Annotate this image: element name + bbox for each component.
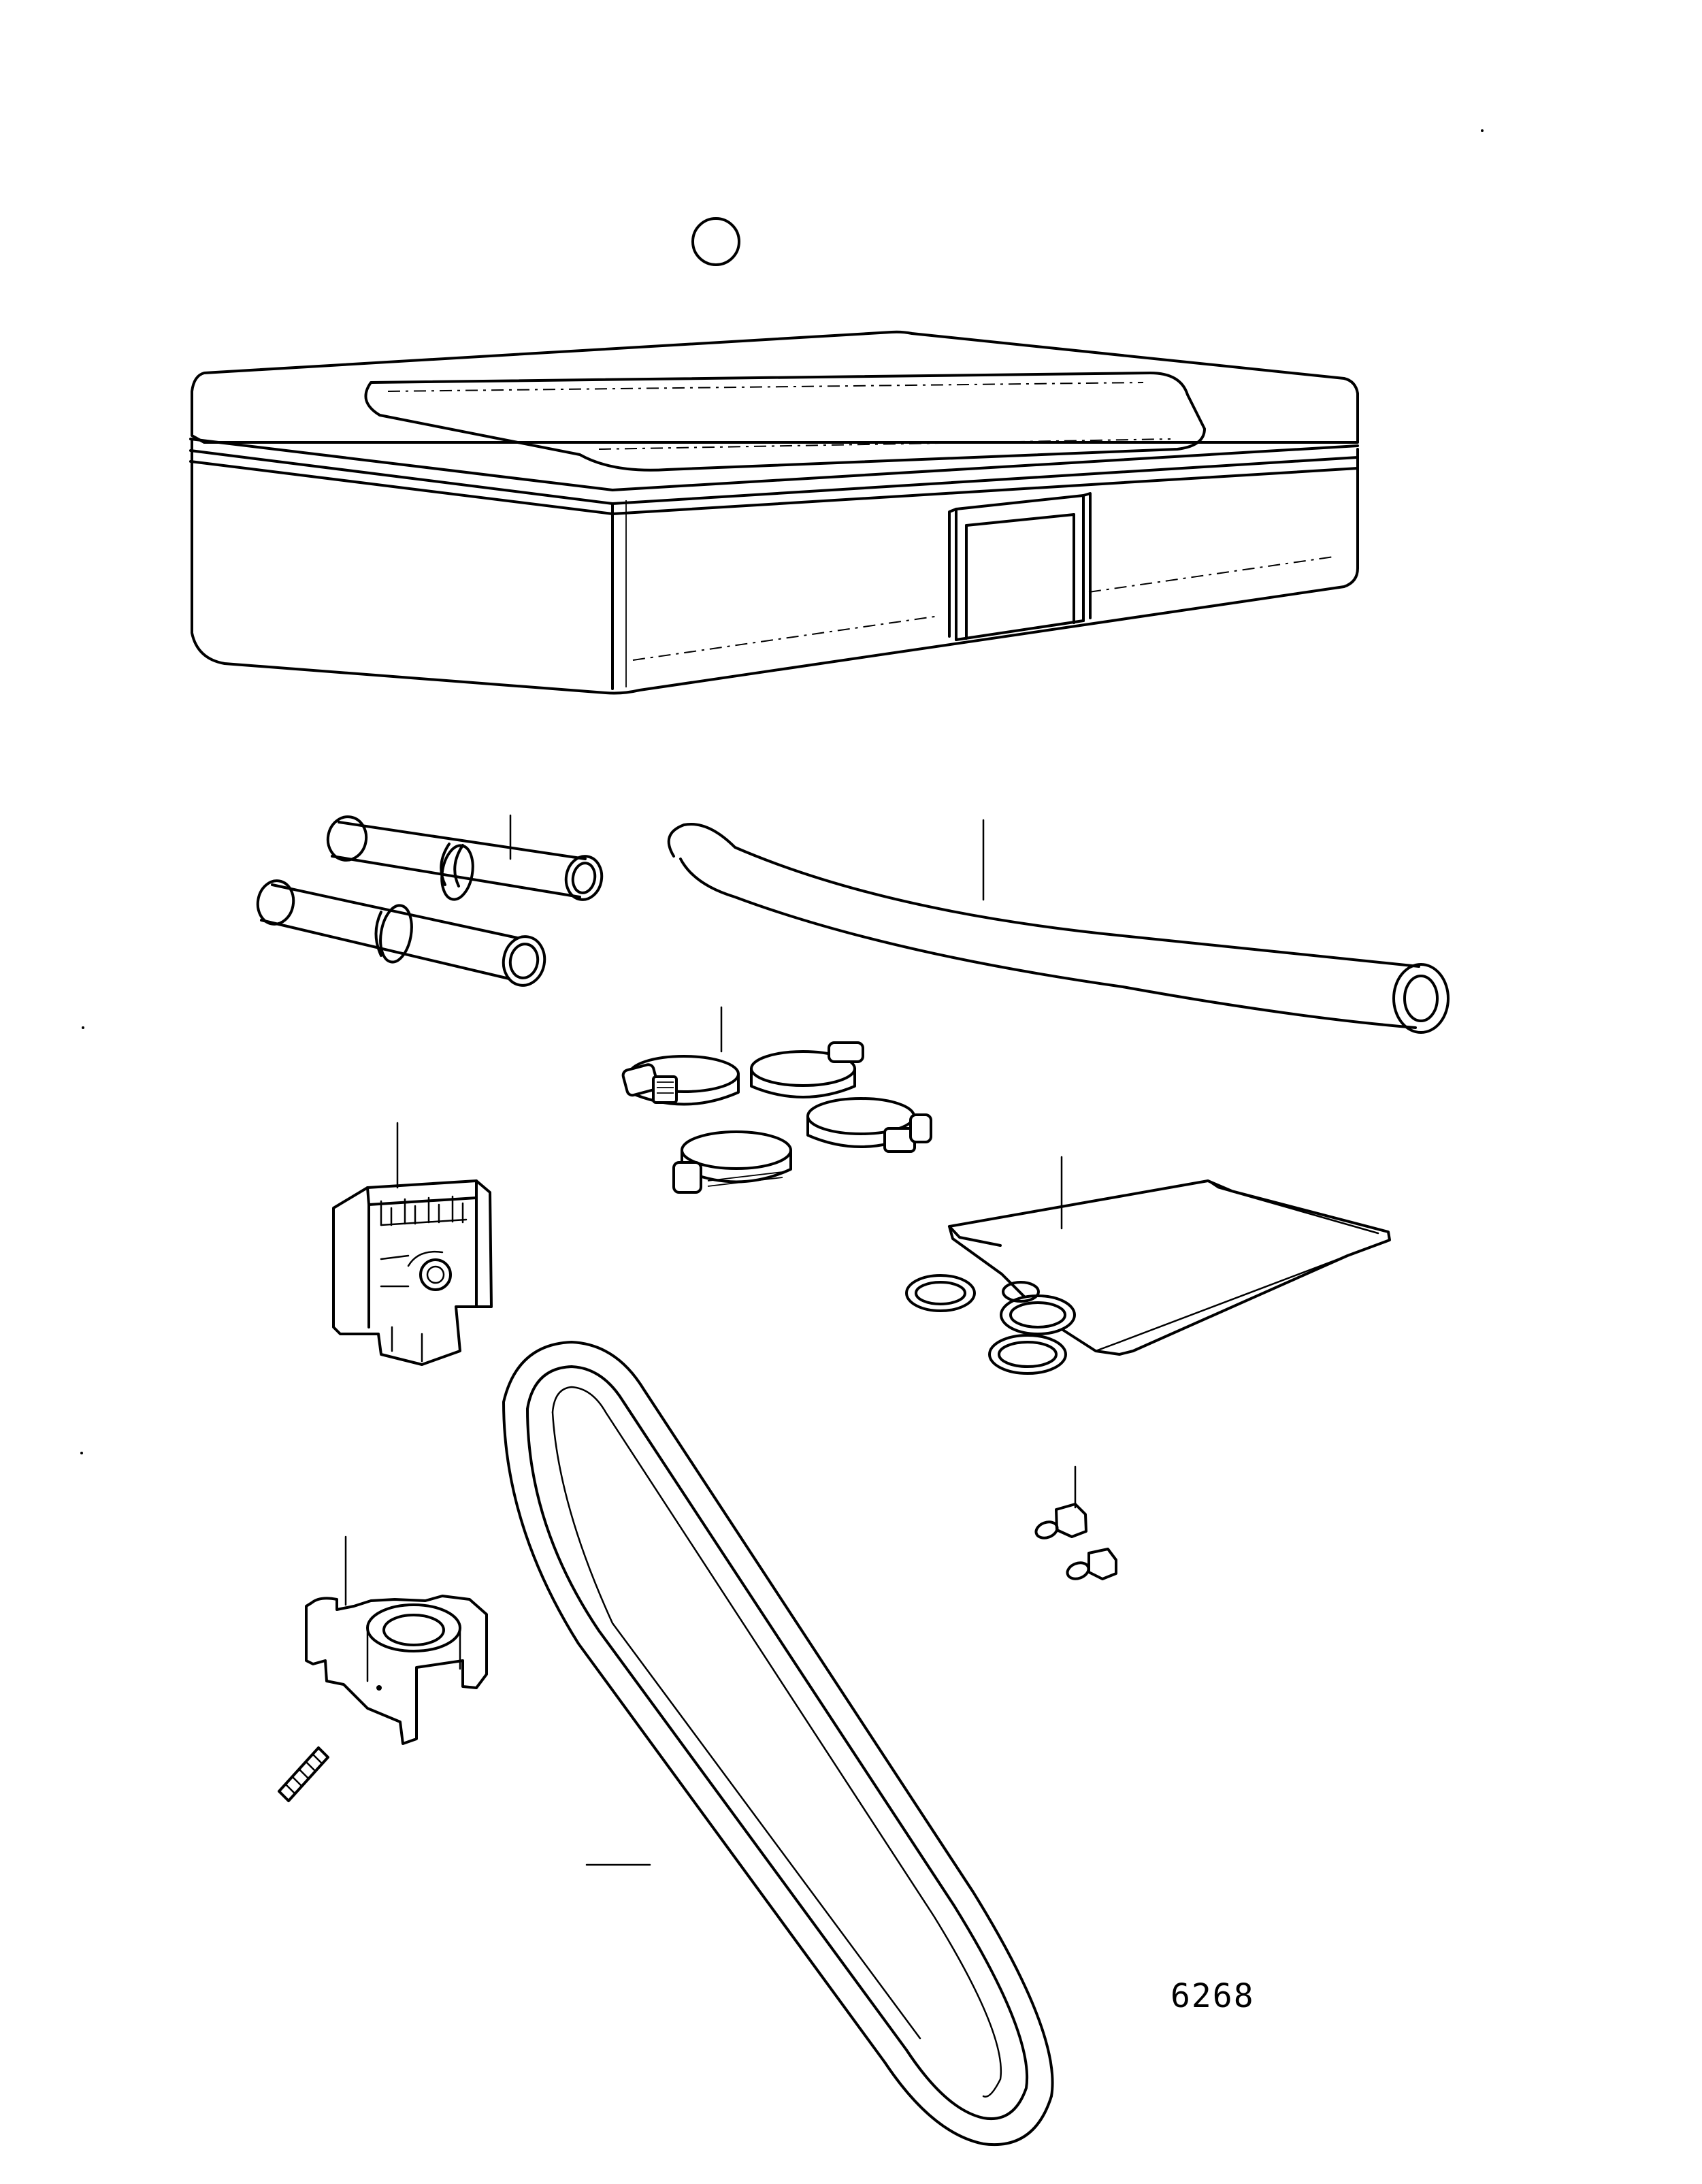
hose [667,819,1450,1034]
impeller [305,1535,488,1745]
scan-speck [82,1026,84,1029]
figure-number: 6268 [1171,1977,1255,2015]
storage-box [189,330,1359,695]
hose-connectors [256,814,604,987]
sealing-rings-kit [905,1156,1391,1375]
scan-speck [80,1452,83,1454]
drive-belt [502,1341,1054,2147]
position-marker-circle [691,217,740,266]
impeller-screw [278,1746,329,1802]
bulbs [1034,1465,1117,1580]
connector-block [332,1122,493,1366]
scan-speck [1481,129,1484,132]
hose-clamps [621,1006,932,1194]
